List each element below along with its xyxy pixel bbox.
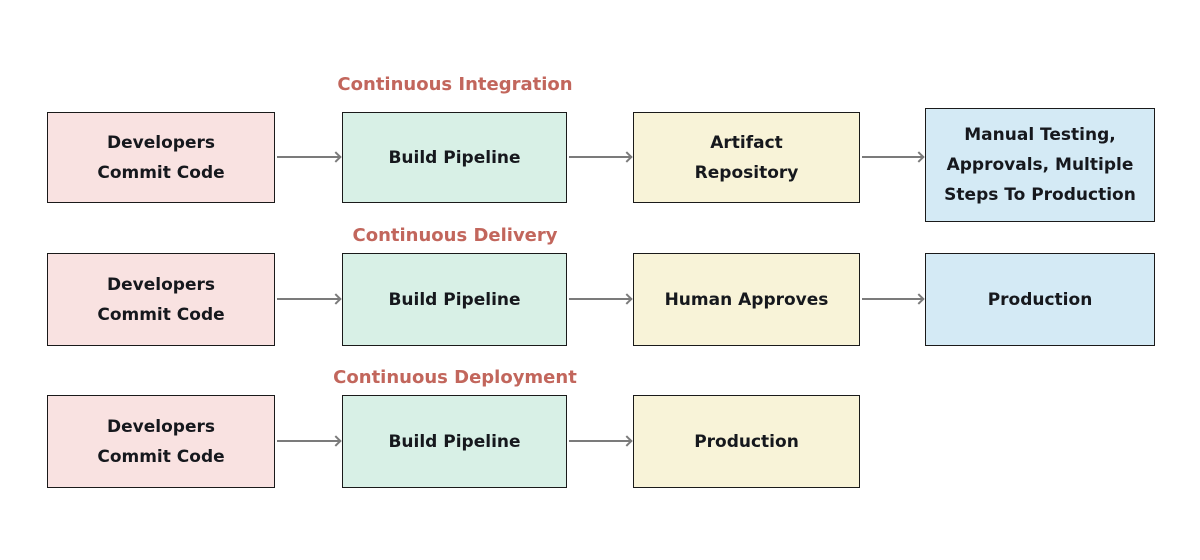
node-ci-manual-testing-approvals: Manual Testing, Approvals, Multiple Step… <box>925 108 1155 222</box>
node-cdep-build-pipeline: Build Pipeline <box>342 395 567 488</box>
node-label-line: Build Pipeline <box>388 289 521 310</box>
node-label-line: Build Pipeline <box>388 147 521 168</box>
node-label-line: Developers <box>107 416 215 437</box>
node-ci-artifact-repository: Artifact Repository <box>633 112 860 203</box>
node-cdep-production: Production <box>633 395 860 488</box>
flow-arrow <box>569 440 631 442</box>
node-label-line: Developers <box>107 132 215 153</box>
node-label-line: Production <box>987 289 1093 310</box>
flow-arrow <box>277 440 340 442</box>
node-cd-human-approves: Human Approves <box>633 253 860 346</box>
node-cd-build-pipeline: Build Pipeline <box>342 253 567 346</box>
node-label-line: Commit Code <box>97 162 225 183</box>
node-ci-build-pipeline: Build Pipeline <box>342 112 567 203</box>
node-label-line: Steps To Production <box>944 185 1136 205</box>
node-label-line: Approvals, Multiple <box>946 155 1134 175</box>
node-label-line: Production <box>694 431 799 452</box>
node-label-line: Human Approves <box>664 289 829 310</box>
row-title-continuous-integration: Continuous Integration <box>337 74 573 95</box>
flow-arrow <box>862 298 923 300</box>
node-label-line: Developers <box>107 274 215 295</box>
node-cd-production: Production <box>925 253 1155 346</box>
row-title-continuous-delivery: Continuous Delivery <box>352 225 558 246</box>
node-label-line: Artifact <box>710 132 783 153</box>
flow-arrow <box>569 298 631 300</box>
flow-arrow <box>569 156 631 158</box>
node-label-line: Commit Code <box>97 304 225 325</box>
flow-arrow <box>862 156 923 158</box>
node-ci-developers-commit-code: Developers Commit Code <box>47 112 275 203</box>
flow-arrow <box>277 156 340 158</box>
row-title-continuous-deployment: Continuous Deployment <box>333 367 577 388</box>
node-cd-developers-commit-code: Developers Commit Code <box>47 253 275 346</box>
node-label-line: Build Pipeline <box>388 431 521 452</box>
node-label-line: Manual Testing, <box>964 125 1116 145</box>
node-cdep-developers-commit-code: Developers Commit Code <box>47 395 275 488</box>
node-label-line: Repository <box>694 162 799 183</box>
flow-arrow <box>277 298 340 300</box>
node-label-line: Commit Code <box>97 446 225 467</box>
